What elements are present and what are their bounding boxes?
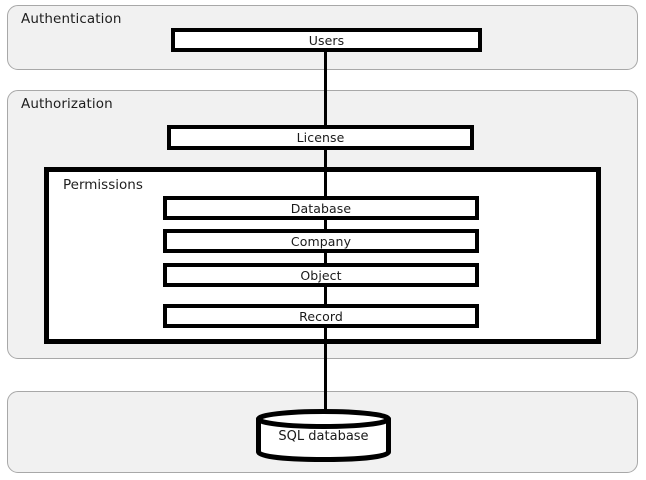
node-company[interactable]: Company [163, 229, 479, 253]
node-users-label: Users [308, 32, 345, 48]
node-company-label: Company [290, 233, 352, 249]
node-license[interactable]: License [167, 125, 474, 150]
node-object[interactable]: Object [163, 263, 479, 287]
zone-authentication: Authentication [7, 5, 638, 70]
node-object-label: Object [300, 267, 342, 283]
node-license-label: License [296, 130, 345, 145]
node-sql-database[interactable]: SQL database [255, 409, 392, 462]
node-database[interactable]: Database [163, 196, 479, 220]
node-record[interactable]: Record [163, 304, 479, 328]
node-record-label: Record [299, 308, 343, 324]
zone-authentication-label: Authentication [21, 11, 122, 27]
group-permissions-label: Permissions [63, 177, 143, 193]
cylinder-icon [256, 409, 391, 462]
node-database-label: Database [290, 200, 352, 216]
zone-authorization-label: Authorization [21, 96, 113, 112]
node-users[interactable]: Users [171, 28, 482, 52]
